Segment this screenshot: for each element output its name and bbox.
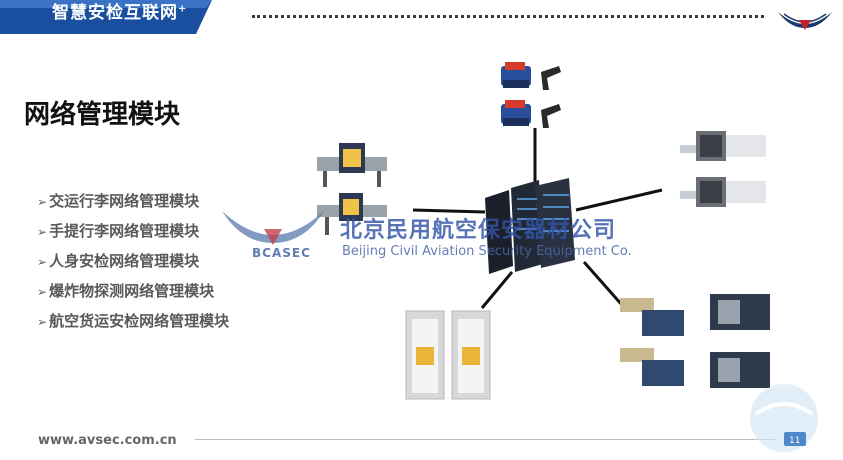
cargo-xray-scanner-icon (620, 294, 770, 388)
watermark-company-english: Beijing Civil Aviation Security Equipmen… (342, 244, 632, 259)
header-title: 智慧安检互联网+ (52, 3, 188, 23)
header-divider (252, 15, 764, 18)
page-title: 网络管理模块 (24, 100, 181, 130)
list-item: ➢手提行李网络管理模块 (37, 222, 200, 240)
arrow-bullet-icon: ➢ (37, 255, 48, 269)
arrow-bullet-icon: ➢ (37, 225, 48, 239)
walk-through-metal-detector-icon (405, 310, 491, 400)
page-badge-icon (750, 384, 818, 452)
module-list: ➢交运行李网络管理模块 ➢手提行李网络管理模块 ➢人身安检网络管理模块 ➢爆炸物… (37, 186, 229, 336)
company-logo-icon (778, 12, 832, 30)
list-item: ➢航空货运安检网络管理模块 (37, 312, 230, 330)
watermark-company-name: 北京民用航空保安器材公司 (340, 218, 617, 243)
watermark-abbr: BCASEC (252, 246, 311, 260)
page-number: 11 (789, 436, 801, 446)
arrow-bullet-icon: ➢ (37, 315, 48, 329)
footer-divider (195, 439, 775, 440)
list-item: ➢爆炸物探测网络管理模块 (37, 282, 215, 300)
header-banner (0, 0, 212, 34)
explosive-trace-detector-icon (501, 62, 561, 128)
list-item: ➢交运行李网络管理模块 (37, 192, 200, 210)
large-cargo-xray-icon (680, 131, 766, 207)
footer-url: www.avsec.com.cn (38, 433, 177, 448)
watermark-emblem-icon (222, 211, 324, 245)
baggage-xray-scanner-icon (317, 143, 387, 235)
list-item: ➢人身安检网络管理模块 (37, 252, 200, 270)
arrow-bullet-icon: ➢ (37, 195, 48, 209)
arrow-bullet-icon: ➢ (37, 285, 48, 299)
network-server-icon (485, 178, 575, 274)
